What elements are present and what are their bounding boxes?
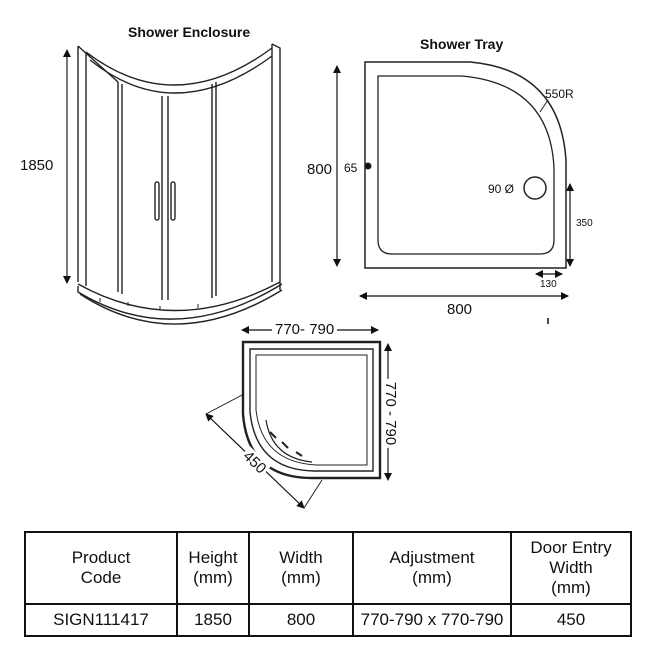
tray-width-label: 800	[447, 301, 473, 318]
door-handle-right	[170, 181, 176, 221]
header-product-code: Product Code	[24, 531, 178, 605]
edge-label: 65	[344, 161, 358, 175]
cell-width: 800	[248, 603, 354, 637]
tray-basin	[377, 75, 555, 255]
tray-drawing	[333, 61, 574, 324]
tray-outline	[364, 61, 567, 269]
waste-label: 90 Ø	[488, 182, 515, 196]
waste-outlet	[523, 176, 547, 200]
table-header-row: Product Code Height (mm) Width (mm) Adju…	[24, 531, 632, 605]
plan-drawing	[205, 326, 392, 509]
header-door-entry-width: Door Entry Width (mm)	[510, 531, 632, 605]
enclosure-drawing	[63, 43, 283, 325]
waste-offset-label: 350	[576, 218, 593, 229]
header-adjustment: Adjustment (mm)	[352, 531, 512, 605]
enclosure-title: Shower Enclosure	[128, 24, 251, 40]
header-width: Width (mm)	[248, 531, 354, 605]
plan-width-label: 770- 790	[272, 321, 338, 338]
cell-adjustment: 770-790 x 770-790	[352, 603, 512, 637]
edge-marker	[364, 162, 372, 170]
tray-title: Shower Tray	[420, 36, 504, 52]
cell-door-entry-width: 450	[510, 603, 632, 637]
waste-side-label: 130	[540, 279, 557, 290]
plan-outline	[241, 340, 382, 480]
cell-height: 1850	[176, 603, 250, 637]
table-row: SIGN111417 1850 800 770-790 x 770-790 45…	[24, 603, 632, 637]
spec-table: Product Code Height (mm) Width (mm) Adju…	[24, 531, 632, 637]
tray-radius-label: 550R	[545, 87, 574, 101]
plan-depth-label: 770 - 790	[382, 378, 400, 449]
enclosure-height-label: 1850	[20, 157, 54, 174]
cell-product-code: SIGN111417	[24, 603, 178, 637]
header-height: Height (mm)	[176, 531, 250, 605]
technical-drawing	[63, 43, 574, 509]
tray-height-label: 800	[307, 161, 333, 178]
door-handle-left	[154, 181, 160, 221]
